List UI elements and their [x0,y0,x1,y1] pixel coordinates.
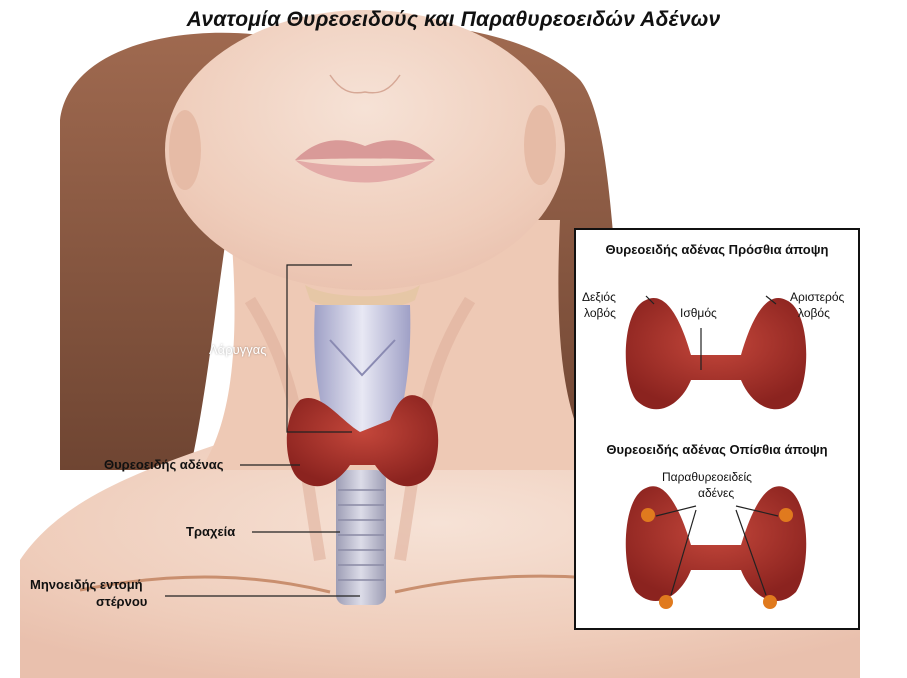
thyroid-gland [286,395,439,487]
sternal-notch-label-line1: Μηνοειδής εντομή [30,577,143,592]
larynx-bracket [286,264,352,433]
parathyroid-label-line1: Παραθυρεοειδείς [662,470,752,484]
page-title: Ανατομία Θυρεοειδούς και Παραθυρεοειδών … [186,8,721,31]
upper-lip [295,140,435,160]
left-ear [169,110,201,190]
trachea-label: Τραχεία [186,524,236,539]
right-lobe-label-line2: λοβός [584,306,616,320]
parathyroid-gland [641,508,655,522]
parathyroid-gland [659,595,673,609]
hyoid [305,285,420,309]
parathyroid-label-line2: αδένες [698,486,735,500]
larynx-label: Λάρυγγας [209,342,267,357]
sternal-notch-label-line2: στέρνου [96,594,148,609]
back-thyroid [625,486,807,601]
front-thyroid [625,298,807,410]
inset-drawings [625,295,807,609]
isthmus-label: Ισθμός [680,306,717,320]
front-view-title: Θυρεοειδής αδένας Πρόσθια άποψη [605,242,829,257]
parathyroid-gland [779,508,793,522]
trachea [336,470,386,605]
thyroid-label: Θυρεοειδής αδένας [104,457,224,472]
back-view-title: Θυρεοειδής αδένας Οπίσθια άποψη [606,442,828,457]
inset-panel: Θυρεοειδής αδένας Πρόσθια άποψη Δεξιός λ… [574,228,860,630]
larynx [314,305,411,440]
parathyroid-gland [763,595,777,609]
left-lobe-label-line1: Αριστερός [790,290,845,304]
right-ear [524,105,556,185]
lower-lip [295,160,435,183]
right-lobe-label-line1: Δεξιός [582,290,616,304]
left-lobe-label-line2: λοβός [798,306,830,320]
